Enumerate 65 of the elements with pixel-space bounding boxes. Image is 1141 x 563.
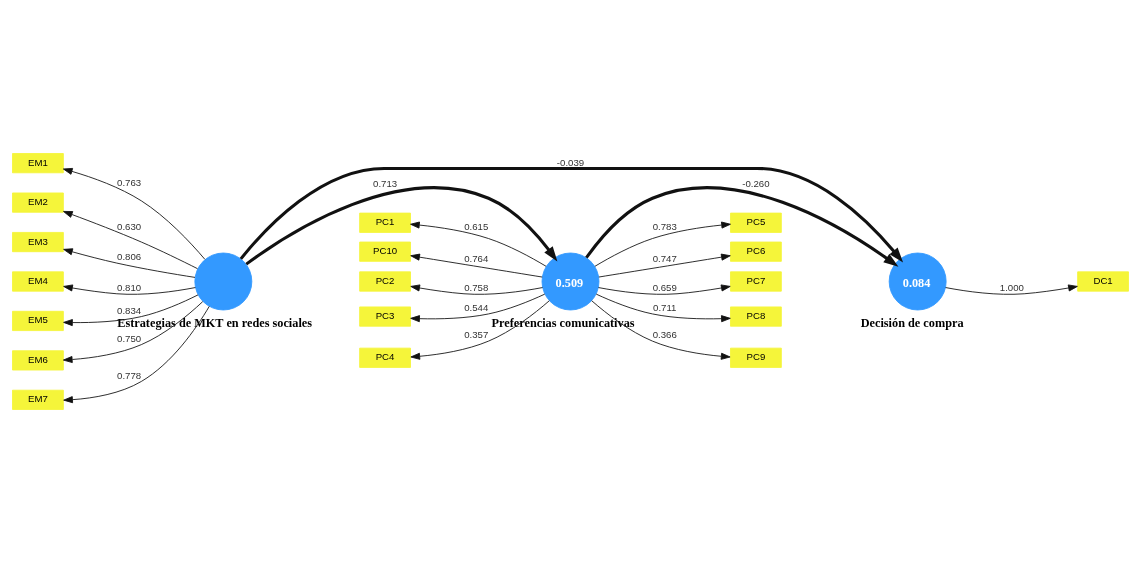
arrow — [598, 253, 731, 278]
arrow — [63, 211, 198, 270]
edge-label: 0.763 — [117, 176, 142, 188]
arrow — [945, 284, 1078, 295]
edge-label: -0.260 — [742, 177, 770, 189]
arrow — [410, 253, 543, 278]
node-box: EM7 — [12, 389, 64, 410]
node-box: PC3 — [359, 306, 411, 327]
node-box: PC5 — [730, 212, 782, 233]
edge-label: 0.834 — [117, 304, 142, 316]
node-box: PC4 — [359, 347, 411, 368]
edge-label: 0.758 — [464, 281, 489, 293]
node-box: EM3 — [12, 231, 64, 253]
node-box: EM6 — [12, 350, 64, 371]
node-box: PC1 — [359, 212, 411, 233]
node-box: EM4 — [12, 271, 64, 292]
arrow — [585, 186, 899, 267]
edge-label: 1.000 — [999, 281, 1024, 293]
edge-label: 0.544 — [464, 302, 489, 314]
node-box: DC1 — [1077, 271, 1129, 292]
edge-label: -0.039 — [556, 156, 585, 168]
node-box: PC8 — [730, 306, 782, 327]
arrow — [591, 300, 731, 360]
edge-label: 0.659 — [652, 281, 677, 293]
edge-label: 0.810 — [117, 281, 142, 293]
edge-label: 0.778 — [117, 369, 142, 381]
edge-label: 0.366 — [652, 329, 677, 341]
arrow — [62, 301, 204, 363]
arrow — [410, 221, 547, 267]
edge-label: 0.630 — [117, 221, 142, 233]
node-circle — [194, 252, 253, 311]
arrow — [598, 284, 731, 295]
edge-label: 0.747 — [652, 253, 677, 265]
node-label: Estrategias de MKT en redes sociales — [117, 315, 313, 330]
node-circle: 0.509 — [541, 252, 600, 311]
edge-label: 0.806 — [117, 251, 142, 263]
node-box: PC2 — [359, 271, 411, 292]
node-box: EM2 — [12, 192, 64, 213]
arrow — [63, 248, 196, 278]
arrow — [239, 166, 904, 263]
arrow — [410, 300, 550, 360]
node-circle: 0.084 — [888, 252, 947, 311]
arrow — [63, 305, 210, 404]
node-box: EM5 — [12, 310, 64, 332]
arrow — [594, 221, 731, 267]
edge-label: 0.713 — [373, 177, 398, 189]
edge-label: 0.711 — [653, 302, 677, 314]
edge-label: 0.615 — [464, 221, 489, 233]
arrow — [410, 284, 543, 295]
node-box: PC10 — [359, 241, 411, 262]
node-box: PC7 — [730, 271, 782, 292]
node-box: EM1 — [12, 153, 64, 174]
edge-label: 0.783 — [652, 221, 677, 233]
arrow — [410, 293, 546, 323]
arrow — [63, 294, 199, 327]
edge-label: 0.357 — [464, 329, 489, 341]
arrow — [245, 186, 558, 266]
node-box: PC6 — [730, 241, 782, 262]
node-label: Decisión de compra — [860, 315, 964, 330]
node-box: PC9 — [730, 347, 782, 368]
arrow — [62, 167, 206, 260]
arrow — [595, 293, 731, 323]
edge-label: 0.764 — [464, 253, 489, 265]
edge-label: 0.750 — [117, 332, 142, 344]
arrow — [63, 284, 196, 295]
